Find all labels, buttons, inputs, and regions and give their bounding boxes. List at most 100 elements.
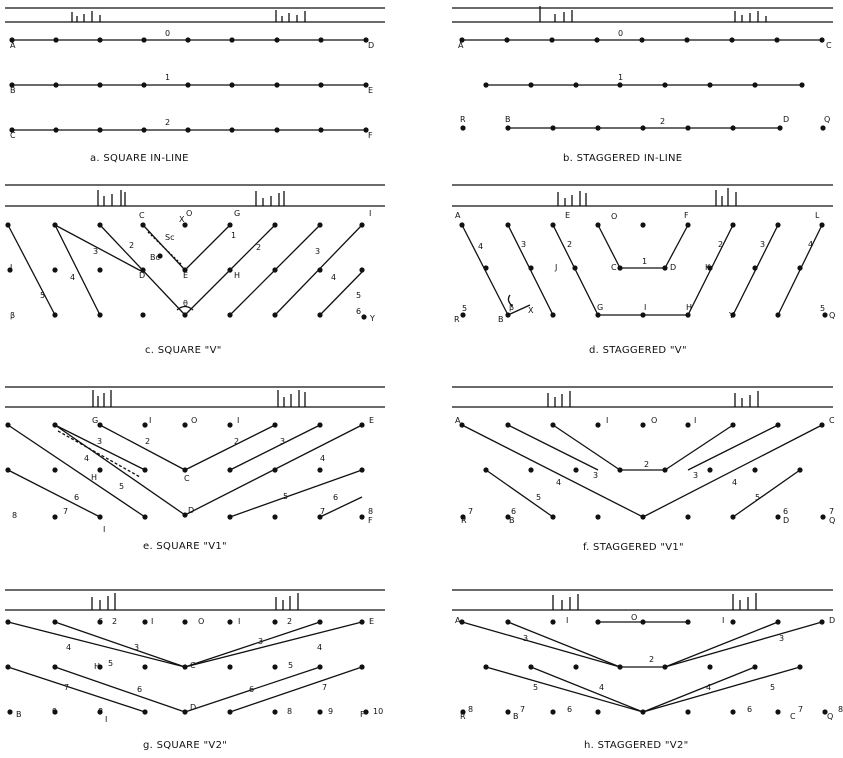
well-label: B [10, 86, 16, 95]
well-platform-h [452, 589, 833, 611]
well-points-b [459, 37, 826, 131]
well-label: 7 [63, 507, 68, 516]
well-label: 6 [511, 507, 516, 516]
well-label: 5 [533, 683, 538, 692]
panel-c-square-v [5, 184, 385, 320]
well-lines-d [461, 224, 823, 316]
well-label: O [191, 416, 197, 425]
caption-d: d. STAGGERED "V" [589, 345, 687, 356]
well-label: H [234, 271, 240, 280]
well-platform-a [5, 7, 385, 23]
well-label: F [368, 131, 373, 140]
well-label: 2 [145, 437, 150, 446]
well-label: E [565, 211, 570, 220]
well-label: B [509, 516, 515, 525]
well-label: 4 [84, 454, 89, 463]
well-label: 4 [331, 273, 336, 282]
well-label: Q [827, 712, 833, 721]
captions: a. SQUARE IN-LINE b. STAGGERED IN-LINE c… [90, 153, 688, 751]
well-label: B [513, 712, 519, 721]
well-label: 1 [642, 257, 647, 266]
well-label: 4 [599, 683, 604, 692]
well-label: 2 [660, 117, 665, 126]
well-label: 4 [66, 643, 71, 652]
well-label: θ [183, 299, 188, 308]
well-label: 7 [468, 507, 473, 516]
well-label: 7 [320, 507, 325, 516]
well-label: R [454, 315, 460, 324]
well-label: 5 [755, 493, 760, 502]
well-label: C [10, 131, 16, 140]
well-points-e [5, 422, 365, 520]
caption-c: c. SQUARE "V" [145, 345, 222, 356]
well-platform-g [5, 589, 385, 611]
well-label: 3 [760, 240, 765, 249]
well-label: 8 [368, 507, 373, 516]
well-label: I [606, 416, 608, 425]
well-label: B [505, 115, 511, 124]
well-label: 5 [356, 291, 361, 300]
well-label: B [498, 315, 504, 324]
well-label: E [368, 86, 373, 95]
well-label: 1 [231, 231, 236, 240]
well-label: F [684, 211, 689, 220]
well-label: I [722, 616, 724, 625]
well-label: C [790, 712, 796, 721]
panel-d-staggered-v [452, 184, 833, 318]
well-label: 4 [706, 683, 711, 692]
well-label: 5 [288, 661, 293, 670]
well-label: 3 [97, 437, 102, 446]
well-lines-f [461, 424, 823, 518]
well-label: A [455, 211, 461, 220]
well-label: 2 [287, 617, 292, 626]
well-label: 8 [468, 705, 473, 714]
well-platform-e [5, 386, 385, 408]
well-label: 6 [567, 705, 572, 714]
well-label: X [528, 306, 534, 315]
well-label: E [369, 416, 374, 425]
well-label: A [455, 616, 461, 625]
well-label: 2 [718, 240, 723, 249]
well-label: D [139, 271, 145, 280]
caption-e: e. SQUARE "V1" [143, 541, 227, 552]
well-label: 9 [52, 707, 57, 716]
well-label: G [597, 303, 603, 312]
caption-g: g. SQUARE "V2" [143, 740, 227, 751]
well-label: B [16, 710, 22, 719]
panel-e-square-v1 [5, 386, 385, 520]
well-label: Bc [150, 253, 160, 262]
well-label: I [644, 303, 646, 312]
well-label: 2 [129, 241, 134, 250]
well-label: O [651, 416, 657, 425]
well-label: 4 [732, 478, 737, 487]
caption-a: a. SQUARE IN-LINE [90, 153, 189, 164]
well-label: 3 [693, 471, 698, 480]
well-label: H [686, 303, 692, 312]
well-platform-c [5, 184, 385, 207]
well-label: 5 [40, 291, 45, 300]
well-label: I [237, 416, 239, 425]
well-label: 7 [322, 683, 327, 692]
well-label: 3 [523, 634, 528, 643]
well-label: A [458, 41, 464, 50]
well-label: 3 [280, 437, 285, 446]
well-label: Sc [165, 233, 174, 242]
well-label: I [369, 209, 371, 218]
well-label: 6 [783, 507, 788, 516]
well-platform-f [452, 386, 833, 408]
well-label: 5 [770, 683, 775, 692]
well-label: L [815, 211, 820, 220]
well-label: 1 [618, 73, 623, 82]
well-label: 10 [373, 707, 383, 716]
well-label: I [149, 416, 151, 425]
well-label: 2 [256, 243, 261, 252]
well-label: β [10, 311, 15, 320]
well-label: Y [369, 314, 375, 323]
well-label: 7 [798, 705, 803, 714]
well-label: C [184, 474, 190, 483]
well-label: Q [829, 311, 835, 320]
well-lines-h [461, 621, 823, 713]
